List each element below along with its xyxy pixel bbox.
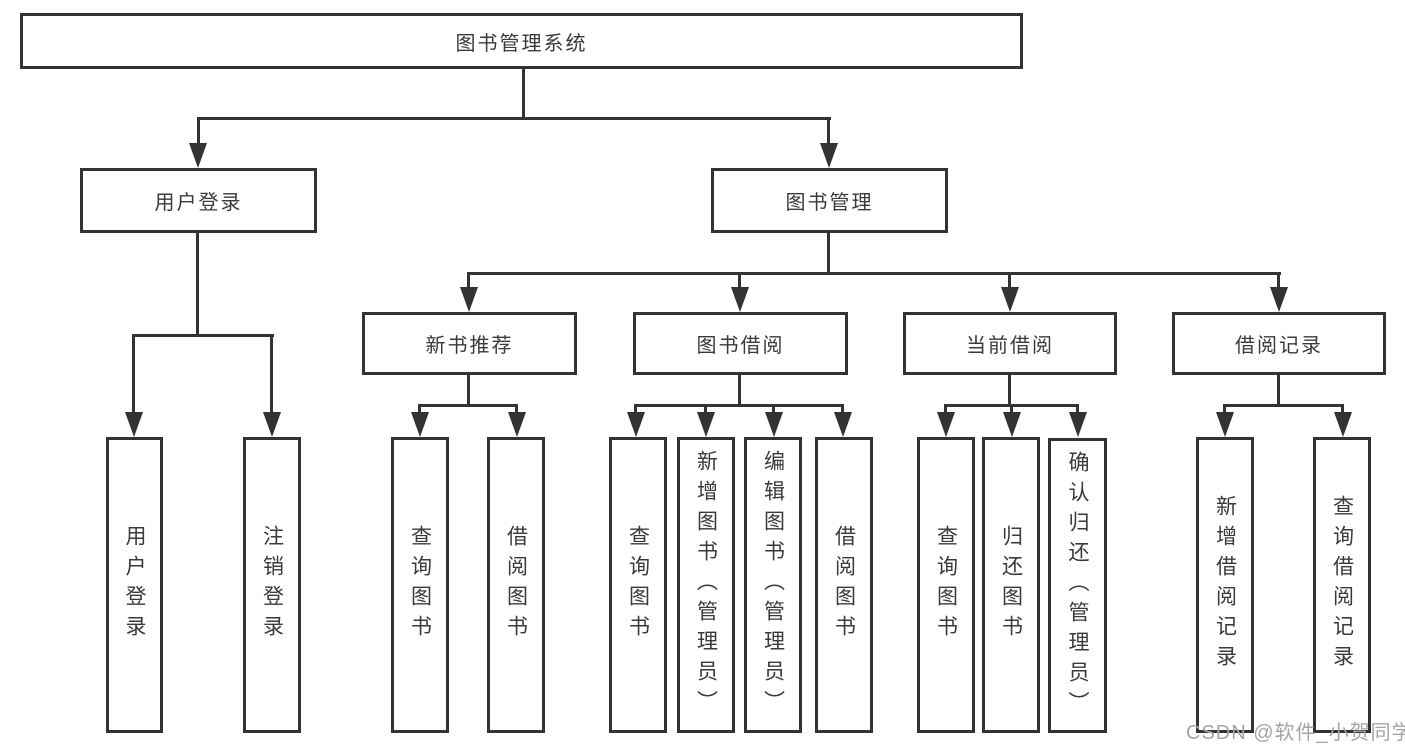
leaf-confirm-return-admin: 确认归还（管理员） [1048,438,1107,733]
connector-stub [772,404,775,414]
connector-stub [1076,404,1079,414]
arrowhead-down-icon [820,143,838,168]
connector-stem [1008,375,1011,407]
connector-userlogin-stem [196,233,199,336]
connector-bookmgmt-stem [827,233,830,275]
arrowhead-down-icon [627,412,645,437]
leaf-query-borrow-record: 查询借阅记录 [1313,437,1371,733]
connector-stub [418,404,421,414]
leaf-query-books-current: 查询图书 [917,437,975,733]
arrowhead-down-icon [731,287,749,312]
arrowhead-down-icon [834,412,852,437]
connector-stub [1010,404,1013,414]
leaf-borrow-books: 借阅图书 [815,437,873,733]
leaf-add-book-admin: 新增图书（管理员） [677,437,735,733]
node-borrow-records: 借阅记录 [1172,312,1386,375]
arrowhead-down-icon [937,412,955,437]
connector-stem [738,375,741,407]
arrowhead-down-icon [1216,412,1234,437]
arrowhead-down-icon [697,412,715,437]
arrowhead-down-icon [125,412,143,437]
arrowhead-down-icon [765,412,783,437]
connector-stub [944,404,947,414]
connector-stub [704,404,707,414]
connector-stub [1341,404,1344,414]
arrowhead-down-icon [1069,412,1087,437]
leaf-edit-book-admin: 编辑图书（管理员） [744,437,802,733]
leaf-query-books-borrow: 查询图书 [609,437,667,733]
arrowhead-down-icon [508,412,526,437]
connector-rail [418,404,518,407]
connector-bookmgmt-rail [467,272,1281,275]
leaf-return-books: 归还图书 [982,437,1040,733]
connector-stub [132,334,135,414]
connector-root-stem [522,67,525,118]
connector-rail [1223,404,1344,407]
connector-root-rail [197,117,831,120]
leaf-add-borrow-record: 新增借阅记录 [1196,437,1254,733]
connector-rail [634,404,844,407]
node-book-borrow: 图书借阅 [633,312,848,375]
leaf-user-login: 用户登录 [106,437,163,733]
connector-stub [738,272,741,290]
leaf-logout: 注销登录 [243,437,301,733]
arrowhead-down-icon [1003,412,1021,437]
arrowhead-down-icon [460,287,478,312]
arrowhead-down-icon [1270,287,1288,312]
arrowhead-down-icon [1334,412,1352,437]
arrowhead-down-icon [189,143,207,168]
connector-userlogin-rail [132,334,274,337]
node-book-management: 图书管理 [711,168,948,233]
connector-stub [1223,404,1226,414]
node-library-system: 图书管理系统 [20,13,1023,69]
node-current-borrow: 当前借阅 [903,312,1117,375]
csdn-watermark: CSDN @软件_小贺同学 [1186,722,1405,744]
connector-stub [270,334,273,414]
connector-stub [1277,272,1280,290]
connector-stub [634,404,637,414]
connector-stub [197,117,200,147]
connector-stub [841,404,844,414]
connector-stem [1277,375,1280,407]
connector-stub [467,272,470,290]
node-new-book-recommend: 新书推荐 [362,312,577,375]
connector-stub [1008,272,1011,290]
leaf-borrow-books-recommend: 借阅图书 [487,437,545,733]
arrowhead-down-icon [263,412,281,437]
connector-stub [827,117,830,147]
arrowhead-down-icon [411,412,429,437]
leaf-query-books-recommend: 查询图书 [391,437,449,733]
arrowhead-down-icon [1001,287,1019,312]
node-user-login: 用户登录 [80,168,317,233]
connector-stub [515,404,518,414]
connector-stem [467,375,470,407]
